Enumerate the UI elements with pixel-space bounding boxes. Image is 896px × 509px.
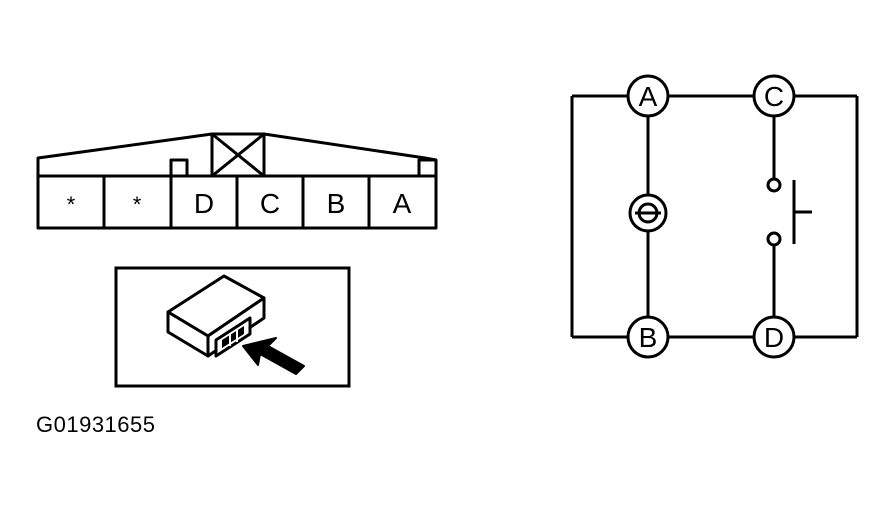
cavity-label: A (393, 188, 412, 219)
terminal-b (626, 315, 670, 359)
cavity-label: D (194, 188, 214, 219)
cavity-label: * (67, 192, 76, 217)
terminal-a (626, 74, 670, 118)
cavity-label: C (260, 188, 280, 219)
terminal-label-c: C (764, 81, 784, 112)
terminal-d (752, 315, 796, 359)
locator-arrow-icon (242, 337, 305, 375)
component-locator (114, 266, 351, 388)
locator-frame (114, 266, 351, 388)
cavity-label: B (327, 188, 346, 219)
connector-face (36, 132, 438, 230)
connector-key-notch (169, 158, 189, 176)
terminal-labels: A C B D (639, 81, 784, 353)
terminal-label-a: A (639, 81, 658, 112)
connector-right-nub (417, 158, 436, 176)
relay-switch-icon (766, 177, 812, 247)
terminal-label-b: B (639, 322, 658, 353)
connector-cavity-labels: * * D C B A (67, 188, 412, 219)
lock-tab-cross-2 (211, 132, 265, 178)
circuit-schematic (570, 74, 859, 359)
relay-coil-icon (628, 193, 668, 233)
relay-module-icon (166, 274, 266, 358)
terminal-label-d: D (764, 322, 784, 353)
terminal-c (752, 74, 796, 118)
figure-code: G01931655 (36, 412, 156, 437)
cavity-label: * (133, 192, 142, 217)
